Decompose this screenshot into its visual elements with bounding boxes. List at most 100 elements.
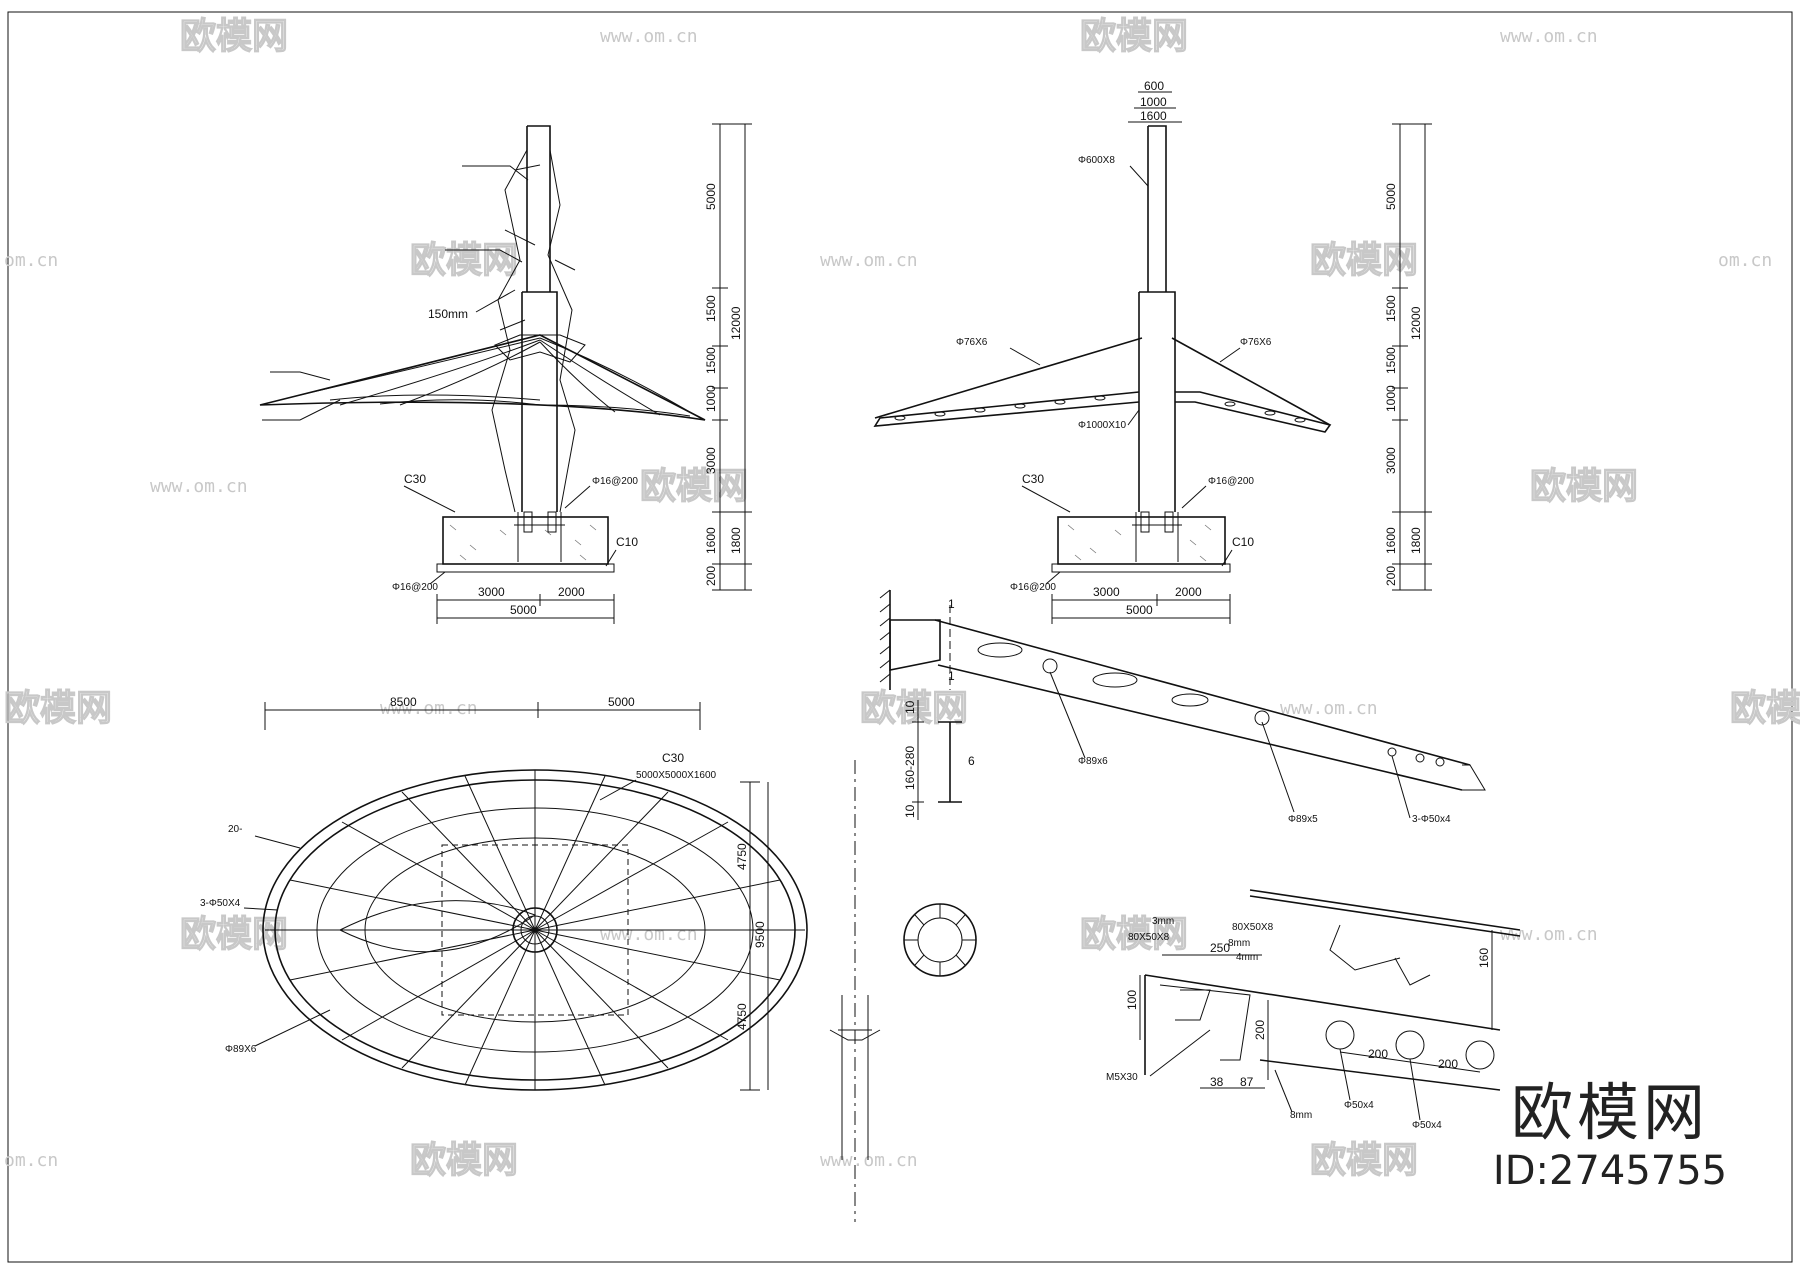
dim-label: 1500 (1384, 347, 1398, 374)
dim-label: 38 (1210, 1075, 1224, 1089)
watermark-layer: 欧模网 www.om.cn 欧模网 www.om.cn om.cn 欧模网 ww… (3, 15, 1800, 1181)
dim-label: 1500 (704, 347, 718, 374)
dim-label: 1000 (1140, 95, 1167, 109)
dim-label: 3000 (704, 447, 718, 474)
watermark-url: www.om.cn (820, 1150, 918, 1171)
rebar-tag: Φ16@200 (1010, 582, 1056, 593)
dim-label: 10 (903, 700, 917, 714)
dim-label: 160-280 (903, 746, 917, 790)
watermark-brand: 欧模网 (410, 240, 518, 281)
dim-label: 200 (704, 566, 718, 586)
watermark-url: www.om.cn (600, 924, 698, 945)
node-tag: 80X50X8 (1128, 932, 1170, 943)
plan-view: 8500 5000 4750 9500 4750 C30 50 (200, 695, 808, 1091)
foundation-tag: 5000X5000X1600 (636, 770, 717, 781)
concrete-tag: C30 (662, 751, 684, 765)
dim-label: 100 (1125, 990, 1139, 1010)
rebar-tag: Φ16@200 (392, 582, 438, 593)
rib-tag: 20- (228, 824, 242, 835)
watermark-brand: 欧模网 (410, 1140, 518, 1181)
node-tag: 4mm (1236, 952, 1258, 963)
model-id: ID:2745755 (1492, 1148, 1728, 1194)
watermark-url: www.om.cn (380, 698, 478, 719)
concrete-tag: C30 (1022, 472, 1044, 486)
size-tag: 150mm (428, 307, 468, 321)
section-mark: 1 (948, 597, 955, 611)
beam-detail: 1 1 Φ89x6 Φ89x5 3-Φ50x4 (879, 589, 1486, 825)
pipe-tag: Φ89X6 (225, 1044, 257, 1055)
concrete-tag: C10 (1232, 535, 1254, 549)
dim-label: 12000 (729, 306, 743, 340)
elevation-right: 600 1000 1600 (873, 79, 1432, 624)
dim-label: 87 (1240, 1075, 1254, 1089)
dim-label: 200 (1253, 1020, 1267, 1040)
pipe-tag: Φ89x6 (1078, 756, 1108, 767)
pipe-tag: 3-Φ50x4 (1412, 814, 1451, 825)
rebar-tag: Φ16@200 (592, 476, 638, 487)
dim-label: 200 (1368, 1047, 1388, 1061)
dim-label: 250 (1210, 941, 1230, 955)
dim-label: 1800 (729, 527, 743, 554)
watermark-url: www.om.cn (820, 250, 918, 271)
concrete-tag: C30 (404, 472, 426, 486)
rebar-tag: Φ16@200 (1208, 476, 1254, 487)
dim-label: 3000 (478, 585, 505, 599)
dim-label: 5000 (704, 183, 718, 210)
watermark-brand: 欧模网 (1080, 914, 1188, 955)
dim-label: 4750 (735, 1003, 749, 1030)
brand-stamp: 欧模网 ID:2745755 (1480, 1078, 1740, 1195)
watermark-brand: 欧模网 (180, 914, 288, 955)
node-detail: 250 160 100 200 38 87 200 200 3mm 80X50X… (1106, 889, 1521, 1131)
dim-label: 1000 (1384, 385, 1398, 412)
pipe-tag: Φ89x5 (1288, 814, 1318, 825)
dim-label: 10 (903, 804, 917, 818)
dim-label: 3000 (1093, 585, 1120, 599)
dim-label: 5000 (608, 695, 635, 709)
center-details: 10 160-280 6 10 (829, 700, 977, 1222)
ring-tag: 3-Φ50X4 (200, 898, 241, 909)
watermark-url-short: om.cn (1718, 250, 1772, 271)
watermark-url-short: om.cn (4, 1150, 58, 1171)
dim-label: 200 (1438, 1057, 1458, 1071)
dim-label: 2000 (1175, 585, 1202, 599)
dim-label: 1500 (1384, 295, 1398, 322)
watermark-url-short: om.cn (4, 250, 58, 271)
dim-label: 1000 (704, 385, 718, 412)
node-tag: M5X30 (1106, 1072, 1138, 1083)
pipe-tag: Φ76X6 (1240, 337, 1272, 348)
watermark-url: www.om.cn (1500, 924, 1598, 945)
watermark-brand: 欧模网 (4, 688, 112, 729)
section-mark: 1 (948, 669, 955, 683)
dim-label: 4750 (735, 843, 749, 870)
pipe-tag: Φ1000X10 (1078, 420, 1126, 431)
watermark-brand: 欧模网 (1310, 1140, 1418, 1181)
watermark-brand: 欧模网 (1080, 16, 1188, 57)
watermark-url: www.om.cn (150, 476, 248, 497)
dim-label: 8500 (390, 695, 417, 709)
dim-label: 200 (1384, 566, 1398, 586)
dim-label: 1600 (1384, 527, 1398, 554)
sheet-border (7, 11, 1793, 1263)
watermark-url: www.om.cn (1280, 698, 1378, 719)
node-tag: Φ50x4 (1344, 1100, 1374, 1111)
dim-label: 3000 (1384, 447, 1398, 474)
pipe-tag: Φ600X8 (1078, 155, 1115, 166)
dim-label: 1600 (1140, 109, 1167, 123)
node-tag: 8mm (1290, 1110, 1312, 1121)
node-tag: Φ50x4 (1412, 1120, 1442, 1131)
dim-label: 1600 (704, 527, 718, 554)
watermark-url: www.om.cn (600, 26, 698, 47)
dim-label: 12000 (1409, 306, 1423, 340)
watermark-brand: 欧模网 (640, 466, 748, 507)
dim-label: 5000 (510, 603, 537, 617)
pipe-tag: Φ76X6 (956, 337, 988, 348)
dim-label: 1800 (1409, 527, 1423, 554)
dim-label: 9500 (753, 921, 767, 948)
dim-label: 2000 (558, 585, 585, 599)
dim-label: 600 (1144, 79, 1164, 93)
dim-label: 5000 (1126, 603, 1153, 617)
node-tag: 80X50X8 (1232, 922, 1274, 933)
node-tag: 8mm (1228, 938, 1250, 949)
node-tag: 3mm (1152, 916, 1174, 927)
